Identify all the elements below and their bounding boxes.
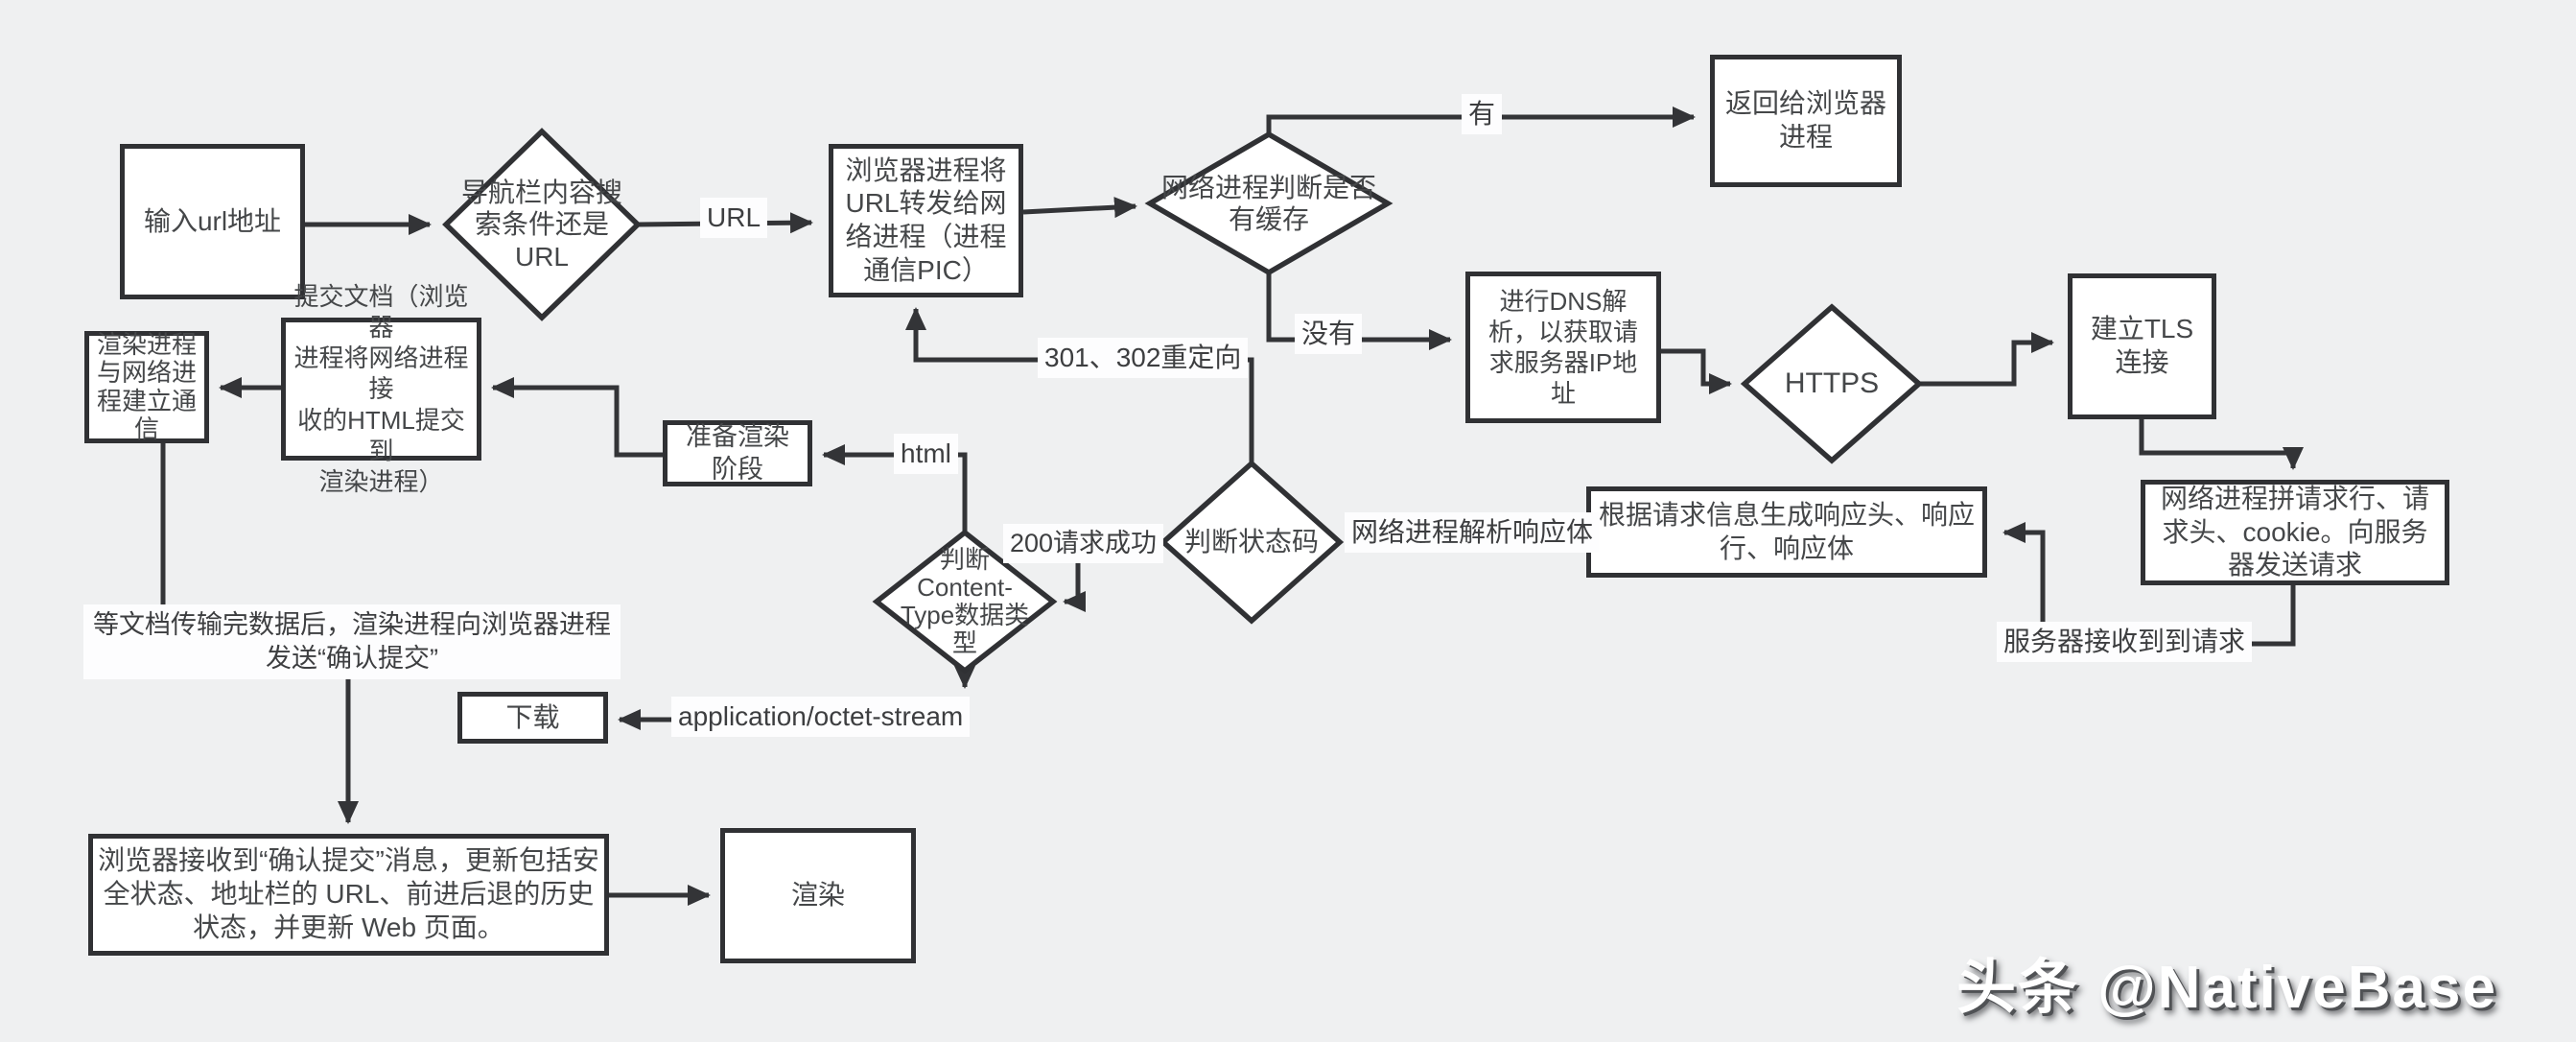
decision-ctype-shape: [872, 529, 1058, 675]
edge-label-url: URL: [700, 198, 768, 239]
node-download: 下载: [457, 692, 608, 744]
edge-label-confirm-commit: 等文档传输完数据后，渲染进程向浏览器进程 发送“确认提交”: [83, 604, 621, 680]
decision-cache-shape: [1144, 130, 1393, 276]
decision-nav-label: 导航栏内容搜 索条件还是 URL: [446, 141, 638, 308]
edge-label-octet-stream: application/octet-stream: [671, 697, 971, 738]
edge-label-no-cache: 没有: [1295, 314, 1363, 355]
edge-label-html: html: [894, 434, 958, 475]
edge-label-parse-body: 网络进程解析响应体: [1345, 512, 1601, 554]
node-gen-response: 根据请求信息生成响应头、响应 行、响应体: [1586, 486, 1987, 578]
node-update-browser-label: 浏览器接收到“确认提交”消息，更新包括安 全状态、地址栏的 URL、前进后退的历…: [98, 845, 599, 942]
node-input-url: 输入url地址: [120, 144, 305, 299]
decision-https-label: HTTPS: [1759, 317, 1905, 451]
node-prepare-render-label: 准备渲染 阶段: [686, 422, 789, 484]
node-render-net-link: 渲染进程 与网络进 程建立通 信: [84, 331, 209, 443]
edge-label-redirect-text: 301、302重定向: [1044, 343, 1242, 372]
decision-nav-shape: [442, 128, 642, 321]
node-tls-label: 建立TLS 连接: [2090, 314, 2194, 377]
edge-request-to-server: [2239, 585, 2296, 647]
decision-https-shape: [1740, 303, 1924, 464]
edge-label-200-success-text: 200请求成功: [1010, 529, 1158, 557]
decision-ctype-text: 判断 Content- Type数据类 型: [900, 544, 1030, 658]
decision-https-text: HTTPS: [1784, 367, 1880, 400]
decision-status-shape: [1159, 460, 1345, 625]
node-return-browser-label: 返回给浏览器 进程: [1724, 88, 1886, 152]
toutiao-watermark-text: 头条 @NativeBase: [1956, 955, 2497, 1021]
edge-label-server-received-text: 服务器接收到到请求: [2003, 627, 2246, 656]
edge-label-no-cache-text: 没有: [1301, 319, 1356, 348]
node-send-request: 网络进程拼请求行、请 求头、cookie。向服务 器发送请求: [2141, 480, 2449, 585]
node-gen-response-label: 根据请求信息生成响应头、响应 行、响应体: [1598, 499, 1975, 563]
edge-cache-no-to-dns: [1266, 272, 1452, 350]
edge-label-octet-stream-text: application/octet-stream: [678, 701, 964, 731]
decision-status-label: 判断状态码: [1165, 473, 1338, 611]
node-render: 渲染: [720, 828, 916, 963]
edge-label-html-text: html: [901, 438, 951, 468]
decision-ctype-label: 判断 Content- Type数据类 型: [878, 531, 1051, 673]
edge-label-server-received: 服务器接收到到请求: [1997, 622, 2253, 663]
edge-label-parse-body-text: 网络进程解析响应体: [1351, 517, 1594, 547]
node-return-browser: 返回给浏览器 进程: [1710, 55, 1902, 187]
node-input-url-label: 输入url地址: [143, 205, 282, 236]
edge-label-have: 有: [1462, 94, 1503, 135]
edge-cache-yes-to-return: [1266, 107, 1696, 134]
edge-label-redirect: 301、302重定向: [1038, 338, 1249, 379]
edge-https-to-tls: [1919, 332, 2054, 387]
decision-status-text: 判断状态码: [1183, 527, 1319, 557]
node-browser-forward-label: 浏览器进程将 URL转发给网 络进程（进程 通信PIC）: [845, 154, 1007, 285]
node-tls: 建立TLS 连接: [2068, 273, 2216, 419]
node-dns-resolve: 进行DNS解 析，以获取请 求服务器IP地 址: [1465, 272, 1661, 423]
node-commit-doc: 提交文档（浏览器 进程将网络进程接 收的HTML提交到 渲染进程）: [281, 282, 481, 496]
node-update-browser: 浏览器接收到“确认提交”消息，更新包括安 全状态、地址栏的 URL、前进后退的历…: [88, 834, 609, 956]
edge-label-url-text: URL: [707, 202, 761, 232]
node-browser-forward: 浏览器进程将 URL转发给网 络进程（进程 通信PIC）: [829, 144, 1023, 297]
edge-prepare-to-commit: [491, 377, 663, 458]
edge-browser-to-cache: [1022, 197, 1137, 219]
decision-cache-label: 网络进程判断是否 有缓存: [1144, 140, 1393, 267]
edge-label-have-text: 有: [1468, 99, 1496, 129]
edge-label-confirm-commit-text: 等文档传输完数据后，渲染进程向浏览器进程 发送“确认提交”: [93, 610, 611, 674]
node-prepare-render: 准备渲染 阶段: [663, 420, 812, 486]
node-render-label: 渲染: [790, 880, 845, 911]
decision-cache-text: 网络进程判断是否 有缓存: [1160, 172, 1376, 234]
edge-dns-to-https: [1661, 348, 1732, 394]
node-dns-resolve-label: 进行DNS解 析，以获取请 求服务器IP地 址: [1487, 286, 1638, 409]
node-commit-doc-label: 提交文档（浏览器 进程将网络进程接 收的HTML提交到 渲染进程）: [293, 281, 469, 497]
node-download-label: 下载: [505, 701, 560, 732]
edge-server-to-response: [2002, 522, 2046, 626]
decision-nav-text: 导航栏内容搜 索条件还是 URL: [460, 178, 622, 272]
toutiao-watermark: 头条 @NativeBase: [1956, 938, 2497, 1025]
node-send-request-label: 网络进程拼请求行、请 求头、cookie。向服务 器发送请求: [2160, 483, 2429, 580]
node-render-net-link-label: 渲染进程 与网络进 程建立通 信: [96, 330, 197, 443]
edge-ctype-html-to-prepare: [822, 444, 968, 533]
edge-status-redirect-to-browser: [905, 307, 1254, 463]
edge-tls-to-request: [2139, 419, 2304, 470]
edge-label-200-success: 200请求成功: [1003, 524, 1164, 564]
